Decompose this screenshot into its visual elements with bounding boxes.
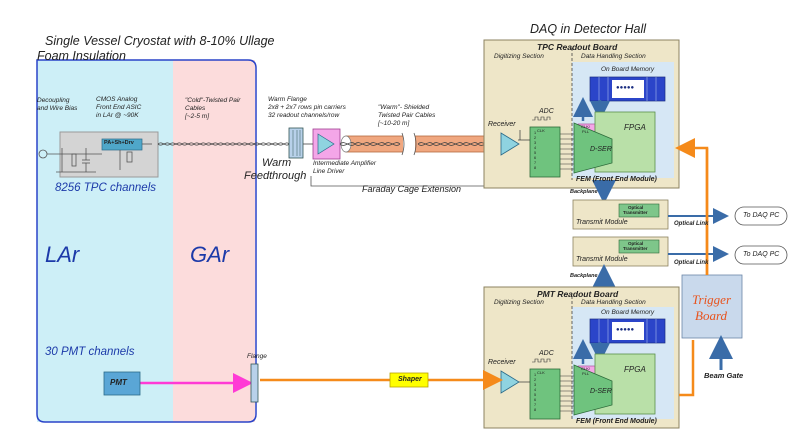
transmit1-label: Transmit Module	[576, 219, 628, 226]
transmit2-optical-2: Transmitter	[623, 246, 648, 251]
trigger-label-1: Trigger	[692, 292, 732, 307]
warm-flange-label-2: 2x8 + 2x7 rows pin carriers	[268, 104, 346, 111]
pmt-clkpll-label-2: PLL	[582, 371, 590, 376]
vessel-title-line2: Foam Insulation	[37, 49, 126, 63]
tpc-adc-label: ADC	[539, 108, 554, 115]
pmt-board-title: PMT Readout Board	[537, 289, 619, 299]
tpc-adc-clk-label: CLK	[537, 128, 545, 133]
pmt-fem-label: FEM (Front End Module)	[576, 418, 657, 425]
asic-chip-label: PA+Sh+Drv	[104, 140, 134, 146]
pmt-adc-clk-label: CLK	[537, 370, 545, 375]
tpc-adc	[529, 126, 561, 178]
pmt-flange-label: Flange	[247, 353, 267, 360]
transmit2-label: Transmit Module	[576, 256, 628, 263]
pmt-digitizing-label: Digitizing Section	[494, 299, 544, 306]
daq-title: DAQ in Detector Hall	[530, 22, 647, 36]
tpc-dser-label: D-SER	[590, 146, 612, 153]
tpc-channels-label: 8256 TPC channels	[55, 182, 157, 194]
warm-feedthrough-label-1: Warm	[262, 157, 292, 169]
amp-label-2: Line Driver	[313, 168, 345, 175]
trigger-label-2: Board	[695, 308, 728, 323]
pmt-clkpll-label-1: CLK/	[581, 366, 590, 371]
transmit2-optical-1: Optical	[628, 241, 644, 246]
lar-label: LAr	[45, 242, 80, 267]
warm-flange	[288, 127, 304, 159]
optical-link-label-1: Optical Link	[674, 221, 709, 227]
pmt-adc-label: ADC	[539, 350, 554, 357]
pmt-fpga-label: FPGA	[624, 365, 646, 374]
pmt-dser	[573, 364, 613, 416]
warm-flange-label-3: 32 readout channels/row	[268, 112, 340, 119]
pmt-flange	[250, 363, 259, 403]
transmit1-optical-2: Transmitter	[623, 210, 648, 215]
asic-label-3: in LAr @ ~90K	[96, 112, 139, 119]
beam-gate-label: Beam Gate	[704, 371, 744, 380]
tpc-board-title: TPC Readout Board	[537, 42, 618, 52]
shield-cable-label-3: [~10-20 m]	[378, 120, 410, 127]
to-daq-pc-2[interactable]: To DAQ PC	[743, 251, 780, 258]
warm-feedthrough-label-2: Feedthrough	[244, 170, 307, 182]
optical-link-label-2: Optical Link	[674, 260, 709, 266]
pmt-adc	[529, 368, 561, 420]
decoupling-label-1: Decoupling	[37, 97, 70, 104]
to-daq-pc-1[interactable]: To DAQ PC	[743, 212, 780, 219]
tpc-dser	[573, 122, 613, 174]
lar-region	[37, 60, 173, 422]
pmt-memory-label: On Board Memory	[601, 309, 655, 316]
faraday-label: Faraday Cage Extension	[362, 184, 462, 194]
decoupling-circuit	[38, 143, 152, 173]
cryostat-vessel	[36, 59, 257, 423]
decoupling-label-2: and Wire Bias	[37, 105, 78, 112]
vessel-title-line1: Single Vessel Cryostat with 8-10% Ullage	[45, 34, 275, 48]
tpc-clkpll-label-2: PLL	[582, 129, 590, 134]
transmit1-optical-1: Optical	[628, 205, 644, 210]
shield-cable-label-1: "Warm"- Shielded	[378, 104, 430, 111]
tpc-clkpll-label-1: CLK/	[581, 124, 590, 129]
asic-label-2: Front End ASIC	[96, 104, 142, 111]
tpc-fem-label: FEM (Front End Module)	[576, 176, 657, 183]
pmt-box	[103, 371, 141, 396]
asic-label-1: CMOS Analog	[96, 96, 138, 103]
pmt-channels-label: 30 PMT channels	[45, 346, 135, 358]
trigger-board-box	[681, 274, 743, 339]
tpc-memory-label: On Board Memory	[601, 66, 655, 73]
cold-cable-label-1: "Cold"-Twisted Pair	[185, 97, 241, 104]
tpc-backplane-label: Backplane	[570, 189, 598, 195]
gar-label: GAr	[190, 242, 230, 267]
shield-cable-label-2: Twisted Pair Cables	[378, 112, 436, 119]
shaper-box	[389, 372, 429, 388]
pmt-receiver-label: Receiver	[488, 359, 516, 366]
pmt-dser-label: D-SER	[590, 388, 612, 395]
tpc-digitizing-label: Digitizing Section	[494, 53, 544, 60]
shaper-label: Shaper	[398, 376, 422, 383]
cold-cable-label-3: [~2-5 m]	[185, 113, 210, 120]
tpc-fpga-label: FPGA	[624, 123, 646, 132]
pmt-backplane-label: Backplane	[570, 273, 598, 279]
tpc-receiver	[500, 132, 520, 156]
warm-flange-label-1: Warm Flange	[268, 96, 307, 103]
gar-region	[173, 60, 255, 422]
amp-label-1: Intermediate Amplifier	[313, 160, 376, 167]
tpc-receiver-label: Receiver	[488, 121, 516, 128]
pmt-handling-label: Data Handling Section	[581, 299, 646, 306]
asic-chip	[101, 138, 143, 151]
cold-cable-label-2: Cables	[185, 105, 206, 112]
pmt-box-label: PMT	[110, 378, 127, 387]
warm-cable	[345, 135, 497, 153]
tpc-memory-dots: ●●●●●	[616, 85, 635, 91]
pmt-memory-dots: ●●●●●	[616, 327, 635, 333]
vessel-border	[36, 59, 257, 423]
tpc-handling-label: Data Handling Section	[581, 53, 646, 60]
